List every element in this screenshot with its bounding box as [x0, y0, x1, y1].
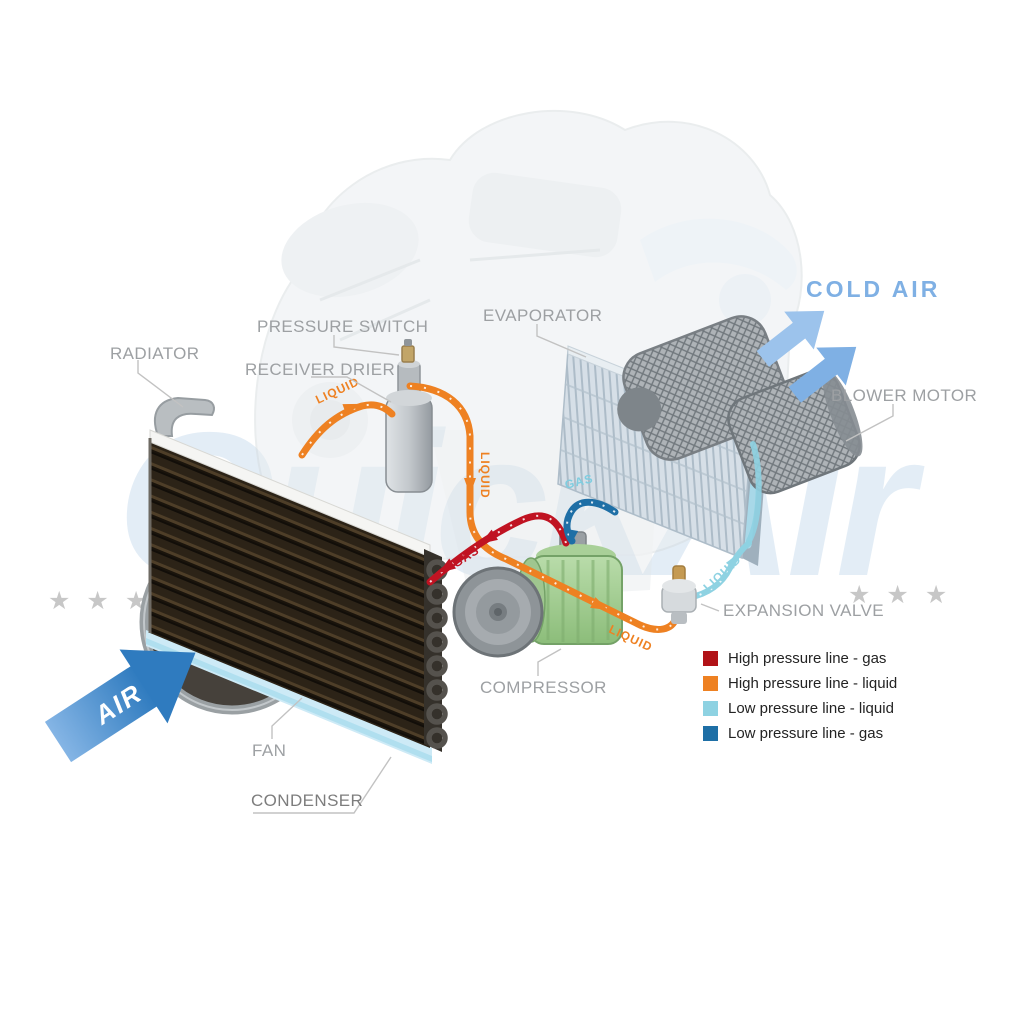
- evaporator-label: EVAPORATOR: [483, 306, 603, 325]
- blower-motor-leader-line: [845, 404, 894, 442]
- liquid-label-drier-down: LIQUID: [478, 452, 492, 499]
- high-pressure-gas-line: [426, 512, 570, 586]
- legend-label: Low pressure line - gas: [728, 725, 884, 742]
- low-pressure-liquid-swatch: [703, 701, 718, 716]
- legend-row-high-gas: High pressure line - gas: [703, 650, 897, 667]
- evaporator-leader-line: [536, 324, 587, 358]
- fan-label: FAN: [252, 741, 287, 760]
- leader-lines: [137, 324, 894, 814]
- high-pressure-gas-swatch: [703, 651, 718, 666]
- cold-air-label: COLD AIR: [806, 276, 941, 302]
- pressure-switch-leader-line: [333, 335, 400, 356]
- compressor-graphic: [452, 531, 623, 658]
- expansion-valve-label: EXPANSION VALVE: [723, 601, 884, 620]
- compressor-leader-line: [537, 648, 562, 676]
- line-legend: High pressure line - gas High pressure l…: [703, 650, 897, 750]
- watermark-stars-left: ★★★: [48, 587, 164, 615]
- blower-motor-label: BLOWER MOTOR: [831, 386, 978, 405]
- condenser-graphic: [146, 429, 448, 764]
- radiator-leader-line: [137, 360, 184, 408]
- pressure-switch-graphic: [401, 339, 415, 363]
- legend-row-low-liquid: Low pressure line - liquid: [703, 700, 897, 717]
- legend-row-low-gas: Low pressure line - gas: [703, 725, 897, 742]
- liquid-label-valve-evaporator: LIQUID: [700, 552, 744, 594]
- legend-label: High pressure line - liquid: [728, 675, 898, 692]
- high-pressure-liquid-swatch: [703, 676, 718, 691]
- legend-label: Low pressure line - liquid: [728, 700, 894, 717]
- blower-motor-graphic: [617, 315, 863, 495]
- condenser-label: CONDENSER: [251, 791, 364, 810]
- fan-leader-line: [271, 697, 303, 739]
- legend-row-high-liquid: High pressure line - liquid: [703, 675, 897, 692]
- low-pressure-gas-swatch: [703, 726, 718, 741]
- pressure-switch-label: PRESSURE SWITCH: [257, 317, 429, 336]
- low-pressure-gas-line: [563, 498, 619, 545]
- compressor-label: COMPRESSOR: [480, 678, 607, 697]
- expansion-valve-leader-line: [700, 603, 720, 612]
- expansion-valve-graphic: [661, 565, 697, 624]
- gas-label-evap-compressor: GAS: [563, 471, 595, 492]
- radiator-graphic: [153, 396, 215, 437]
- radiator-label: RADIATOR: [110, 344, 200, 363]
- high-pressure-liquid-line: [298, 382, 680, 633]
- condenser-leader-line: [253, 756, 392, 814]
- receiver-drier-graphic: [385, 360, 433, 493]
- receiver-drier-label: RECEIVER DRIER: [245, 360, 396, 379]
- cold-air-arrows: [756, 310, 857, 403]
- low-pressure-liquid-line: [685, 441, 762, 601]
- legend-label: High pressure line - gas: [728, 650, 887, 667]
- receiver-drier-leader-line: [311, 376, 392, 403]
- watermark-stars-right: ★★★: [848, 581, 964, 609]
